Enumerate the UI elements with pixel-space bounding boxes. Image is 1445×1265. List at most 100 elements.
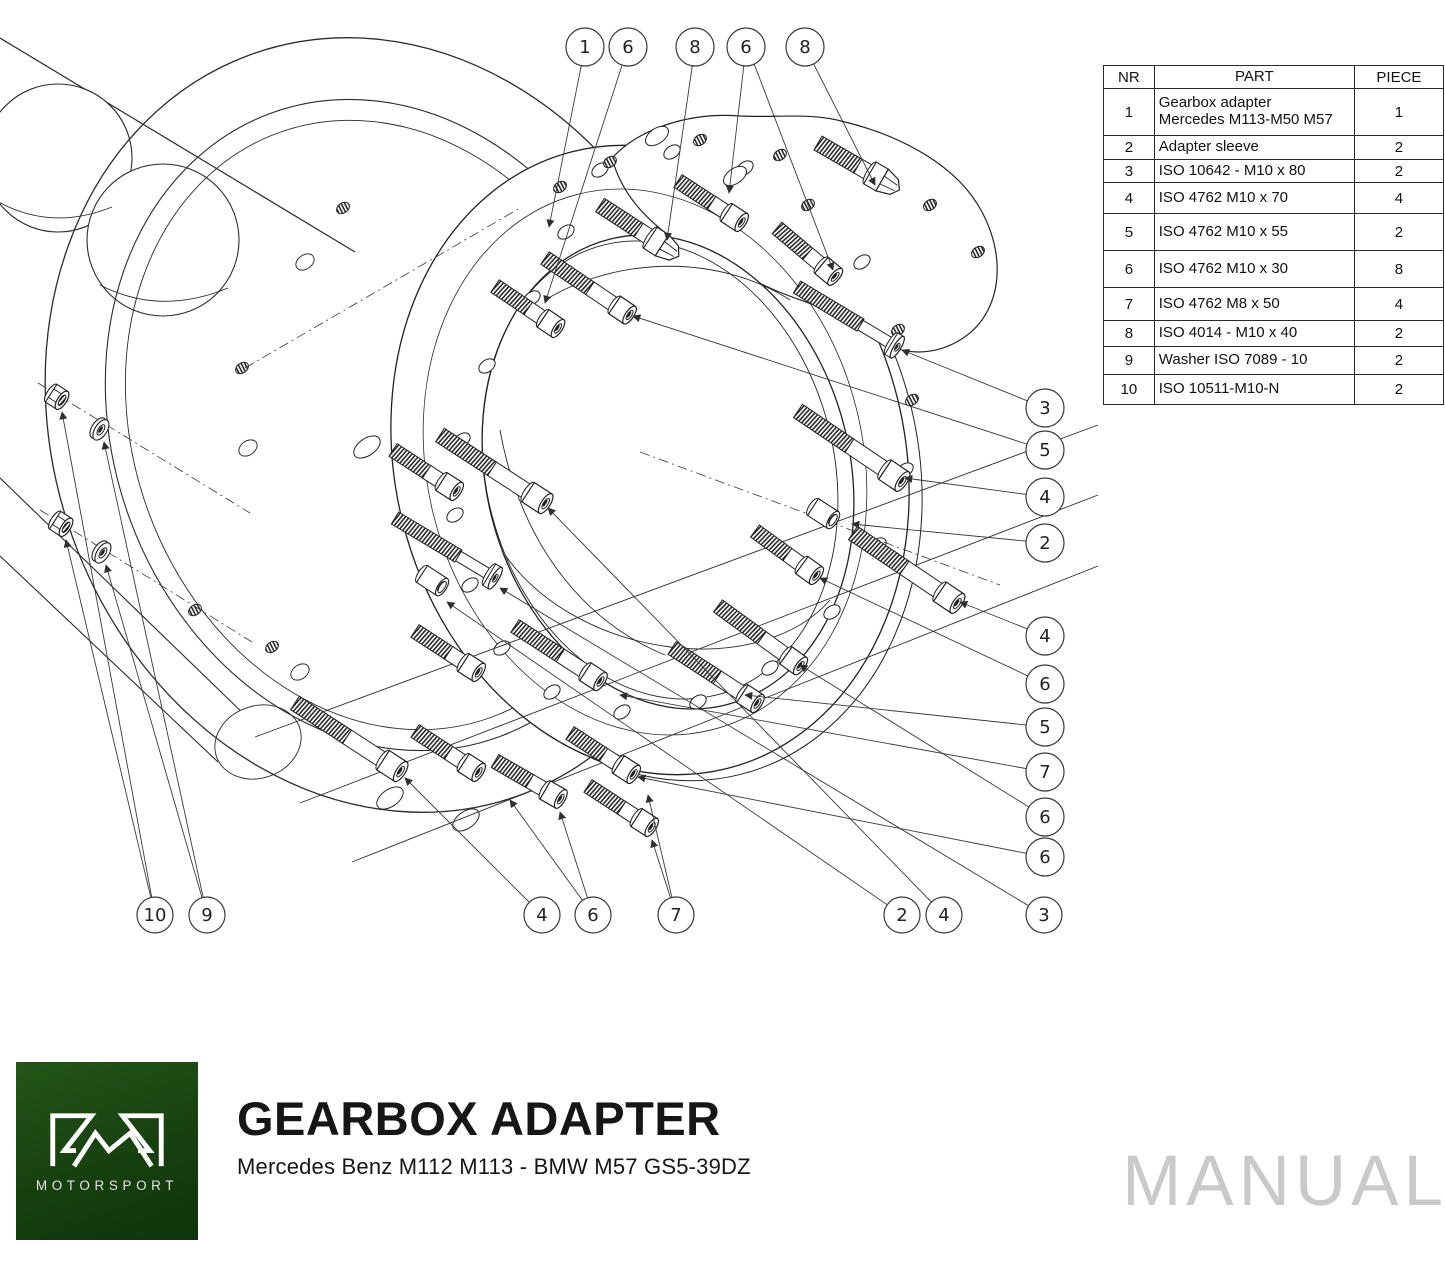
title-block: GEARBOX ADAPTER Mercedes Benz M112 M113 … — [237, 1093, 751, 1180]
manual-watermark: MANUAL — [1122, 1142, 1445, 1221]
svg-text:6: 6 — [1039, 807, 1050, 828]
balloon-2b: 2 — [883, 896, 921, 934]
svg-text:4: 4 — [536, 905, 547, 926]
svg-text:5: 5 — [1039, 440, 1050, 461]
part-name: ISO 4762 M8 x 50 — [1153, 287, 1355, 321]
part-qty: 2 — [1353, 346, 1445, 375]
engine-block — [0, 37, 356, 780]
svg-text:5: 5 — [1039, 717, 1050, 738]
balloon-5a: 5 — [1025, 430, 1065, 470]
balloon-1: 1 — [565, 27, 605, 67]
part-name: Adapter sleeve — [1153, 135, 1355, 160]
logo-word: MOTORSPORT — [35, 1178, 179, 1193]
part-nr: 2 — [1103, 135, 1155, 160]
balloon-3b: 3 — [1025, 896, 1063, 934]
axis-lines — [37, 207, 1001, 643]
part-nr: 9 — [1103, 346, 1155, 375]
part-qty: 2 — [1353, 135, 1445, 160]
socket-bolt-m8x50 — [581, 776, 662, 840]
exploded-view-drawing: 1 6 8 6 8 3 5 4 2 4 6 5 7 6 6 10 9 4 6 7… — [0, 27, 1099, 934]
parts-table-header-row: NR PART PIECE — [1103, 65, 1445, 89]
callout-balloons: 1 6 8 6 8 3 5 4 2 4 6 5 7 6 6 10 9 4 6 7… — [136, 27, 1065, 934]
balloon-3a: 3 — [1025, 388, 1065, 428]
svg-text:8: 8 — [689, 37, 700, 58]
part-nr: 4 — [1103, 182, 1155, 214]
balloon-7b: 7 — [657, 896, 695, 934]
balloon-5b: 5 — [1025, 707, 1065, 747]
part-name: ISO 10642 - M10 x 80 — [1153, 159, 1355, 183]
svg-text:4: 4 — [1039, 626, 1050, 647]
svg-text:7: 7 — [670, 905, 681, 926]
part-nr: 7 — [1103, 287, 1155, 321]
svg-text:2: 2 — [896, 905, 907, 926]
part-name: ISO 4762 M10 x 55 — [1153, 213, 1355, 251]
svg-text:2: 2 — [1039, 533, 1050, 554]
part-qty: 1 — [1353, 88, 1445, 136]
svg-text:6: 6 — [740, 37, 751, 58]
balloon-6f: 6 — [574, 896, 612, 934]
svg-text:10: 10 — [144, 905, 167, 926]
balloon-4c: 4 — [523, 896, 561, 934]
part-qty: 8 — [1353, 250, 1445, 288]
balloon-6d: 6 — [1025, 797, 1065, 837]
part-nr: 10 — [1103, 374, 1155, 405]
washer — [86, 414, 113, 444]
part-name: Washer ISO 7089 - 10 — [1153, 346, 1355, 375]
part-qty: 4 — [1353, 287, 1445, 321]
balloon-4b: 4 — [1025, 616, 1065, 656]
part-name: ISO 4762 M10 x 30 — [1153, 250, 1355, 288]
part-nr: 1 — [1103, 88, 1155, 136]
part-nr: 8 — [1103, 320, 1155, 347]
part-nr: 3 — [1103, 159, 1155, 183]
plate-opening — [481, 234, 855, 710]
svg-text:6: 6 — [587, 905, 598, 926]
svg-text:4: 4 — [938, 905, 949, 926]
svg-text:6: 6 — [1039, 847, 1050, 868]
part-name: ISO 4762 M10 x 70 — [1153, 182, 1355, 214]
part-name: ISO 10511-M10-N — [1153, 374, 1355, 405]
balloon-7a: 7 — [1025, 752, 1065, 792]
svg-text:6: 6 — [622, 37, 633, 58]
page-title: GEARBOX ADAPTER — [237, 1092, 721, 1145]
part-name: ISO 4014 - M10 x 40 — [1153, 320, 1355, 347]
svg-text:9: 9 — [201, 905, 212, 926]
cylinder-bore — [0, 83, 133, 233]
svg-text:4: 4 — [1039, 487, 1050, 508]
part-qty: 2 — [1353, 213, 1445, 251]
balloon-9: 9 — [188, 896, 226, 934]
balloon-8b: 8 — [785, 27, 825, 67]
socket-bolt-m8x50 — [408, 721, 489, 785]
balloon-6a: 6 — [608, 27, 648, 67]
balloon-6e: 6 — [1025, 837, 1065, 877]
leader-lines — [59, 46, 1046, 916]
part-qty: 4 — [1353, 182, 1445, 214]
balloon-4d: 4 — [925, 896, 963, 934]
socket-bolt-m10x70 — [288, 692, 412, 785]
header-piece: PIECE — [1353, 65, 1445, 89]
page-subtitle: Mercedes Benz M112 M113 - BMW M57 GS5-39… — [237, 1153, 751, 1179]
balloon-6b: 6 — [726, 27, 766, 67]
svg-text:8: 8 — [799, 37, 810, 58]
svg-text:6: 6 — [1039, 674, 1050, 695]
cylinder-bore — [86, 163, 240, 317]
svg-text:7: 7 — [1039, 762, 1050, 783]
balloon-2a: 2 — [1025, 523, 1065, 563]
header-part: PART — [1153, 65, 1355, 89]
balloon-8a: 8 — [675, 27, 715, 67]
part-qty: 2 — [1353, 374, 1445, 405]
pmc-motorsport-logo: MOTORSPORT — [16, 1062, 198, 1240]
pmc-logo-icon — [50, 1113, 164, 1168]
svg-text:3: 3 — [1038, 905, 1049, 926]
balloon-10: 10 — [136, 896, 174, 934]
